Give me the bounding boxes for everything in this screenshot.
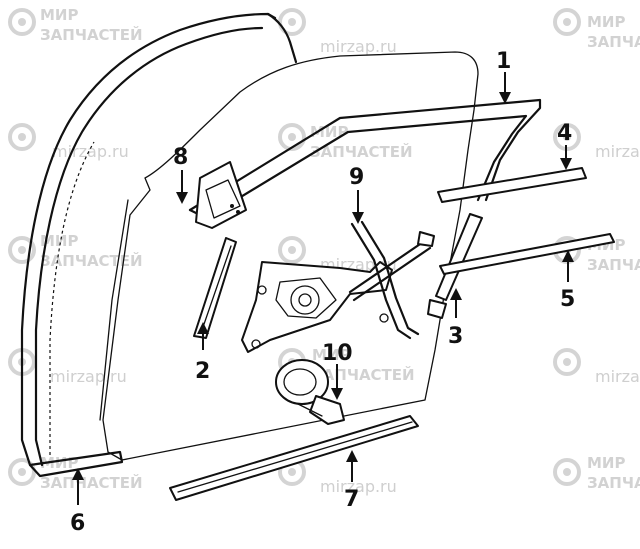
leader-lines (72, 72, 574, 505)
arrowhead-3 (450, 288, 462, 300)
part-5-inner-belt-strip (439, 233, 615, 275)
callout-6: 6 (70, 511, 85, 536)
watermark-brand-top: МИР (40, 6, 78, 24)
part-10-regulator-motor (275, 359, 345, 425)
callout-5: 5 (560, 287, 575, 312)
callout-8: 8 (173, 145, 188, 170)
watermark-site: mirzap.ru (320, 37, 397, 56)
watermark-logo: mirzap.ru (278, 8, 397, 56)
callout-9: 9 (349, 165, 364, 190)
watermark-site: mirzap.ru (52, 142, 129, 161)
arrowhead-4 (560, 158, 572, 170)
watermark-site: mirzap.ru (595, 367, 640, 386)
watermark-brand-bottom: ЗАПЧАСТЕЙ (587, 255, 640, 274)
callout-4: 4 (557, 121, 572, 146)
watermark-logo: МИР ЗАПЧАСТЕЙ (553, 8, 640, 51)
watermark-logo: mirzap.ru (553, 348, 640, 386)
callout-10: 10 (322, 341, 353, 366)
watermark-brand-top: МИР (40, 232, 78, 250)
watermark-brand-bottom: ЗАПЧАСТЕЙ (587, 32, 640, 51)
watermark-brand-bottom: ЗАПЧАСТЕЙ (40, 473, 143, 492)
window-regulator-assembly (241, 220, 435, 353)
watermark-brand-bottom: ЗАПЧАСТЕЙ (40, 25, 143, 44)
watermark-brand-top: МИР (587, 13, 625, 31)
arrowhead-2 (197, 322, 209, 334)
arrowhead-5 (562, 250, 574, 262)
arrowhead-9 (352, 212, 364, 224)
watermark-brand-top: МИР (587, 454, 625, 472)
part-3-rear-guide-rail (427, 213, 483, 319)
watermark-brand-bottom: ЗАПЧАСТЕЙ (310, 142, 413, 161)
callout-3: 3 (448, 324, 463, 349)
watermark-logo: mirzap.ru (8, 123, 129, 161)
watermark-site: mirzap.ru (50, 367, 127, 386)
door-panel-inner-edge (99, 199, 129, 421)
callout-2: 2 (195, 359, 210, 384)
arrowhead-8 (176, 192, 188, 204)
watermark-site: mirzap.ru (320, 477, 397, 496)
part-8-corner-glass (195, 161, 247, 229)
callout-labels: 1 2 3 4 5 6 7 8 9 10 (70, 49, 575, 536)
arrowhead-6 (72, 468, 84, 480)
part-2-front-guide-rail (193, 237, 237, 339)
watermark-logo: mirzap.ru (278, 458, 397, 496)
watermark-logo: МИР ЗАПЧАСТЕЙ (8, 6, 143, 44)
arrowhead-10 (331, 388, 343, 400)
watermark-logo: МИР ЗАПЧАСТЕЙ (553, 454, 640, 492)
watermark-site: mirzap.ru (595, 142, 640, 161)
arrowhead-1 (499, 92, 511, 104)
arrowhead-7 (346, 450, 358, 462)
part-7-lower-moulding (169, 415, 419, 501)
part-6-frame-weatherstrip (20, 12, 298, 478)
watermark-brand-top: МИР (312, 346, 350, 364)
watermark-brand-bottom: ЗАПЧАСТЕЙ (40, 251, 143, 270)
watermark-brand-bottom: ЗАПЧАСТЕЙ (587, 473, 640, 492)
callout-1: 1 (496, 49, 511, 74)
part-4-outer-belt-moulding (437, 167, 587, 203)
callout-7: 7 (344, 487, 359, 512)
